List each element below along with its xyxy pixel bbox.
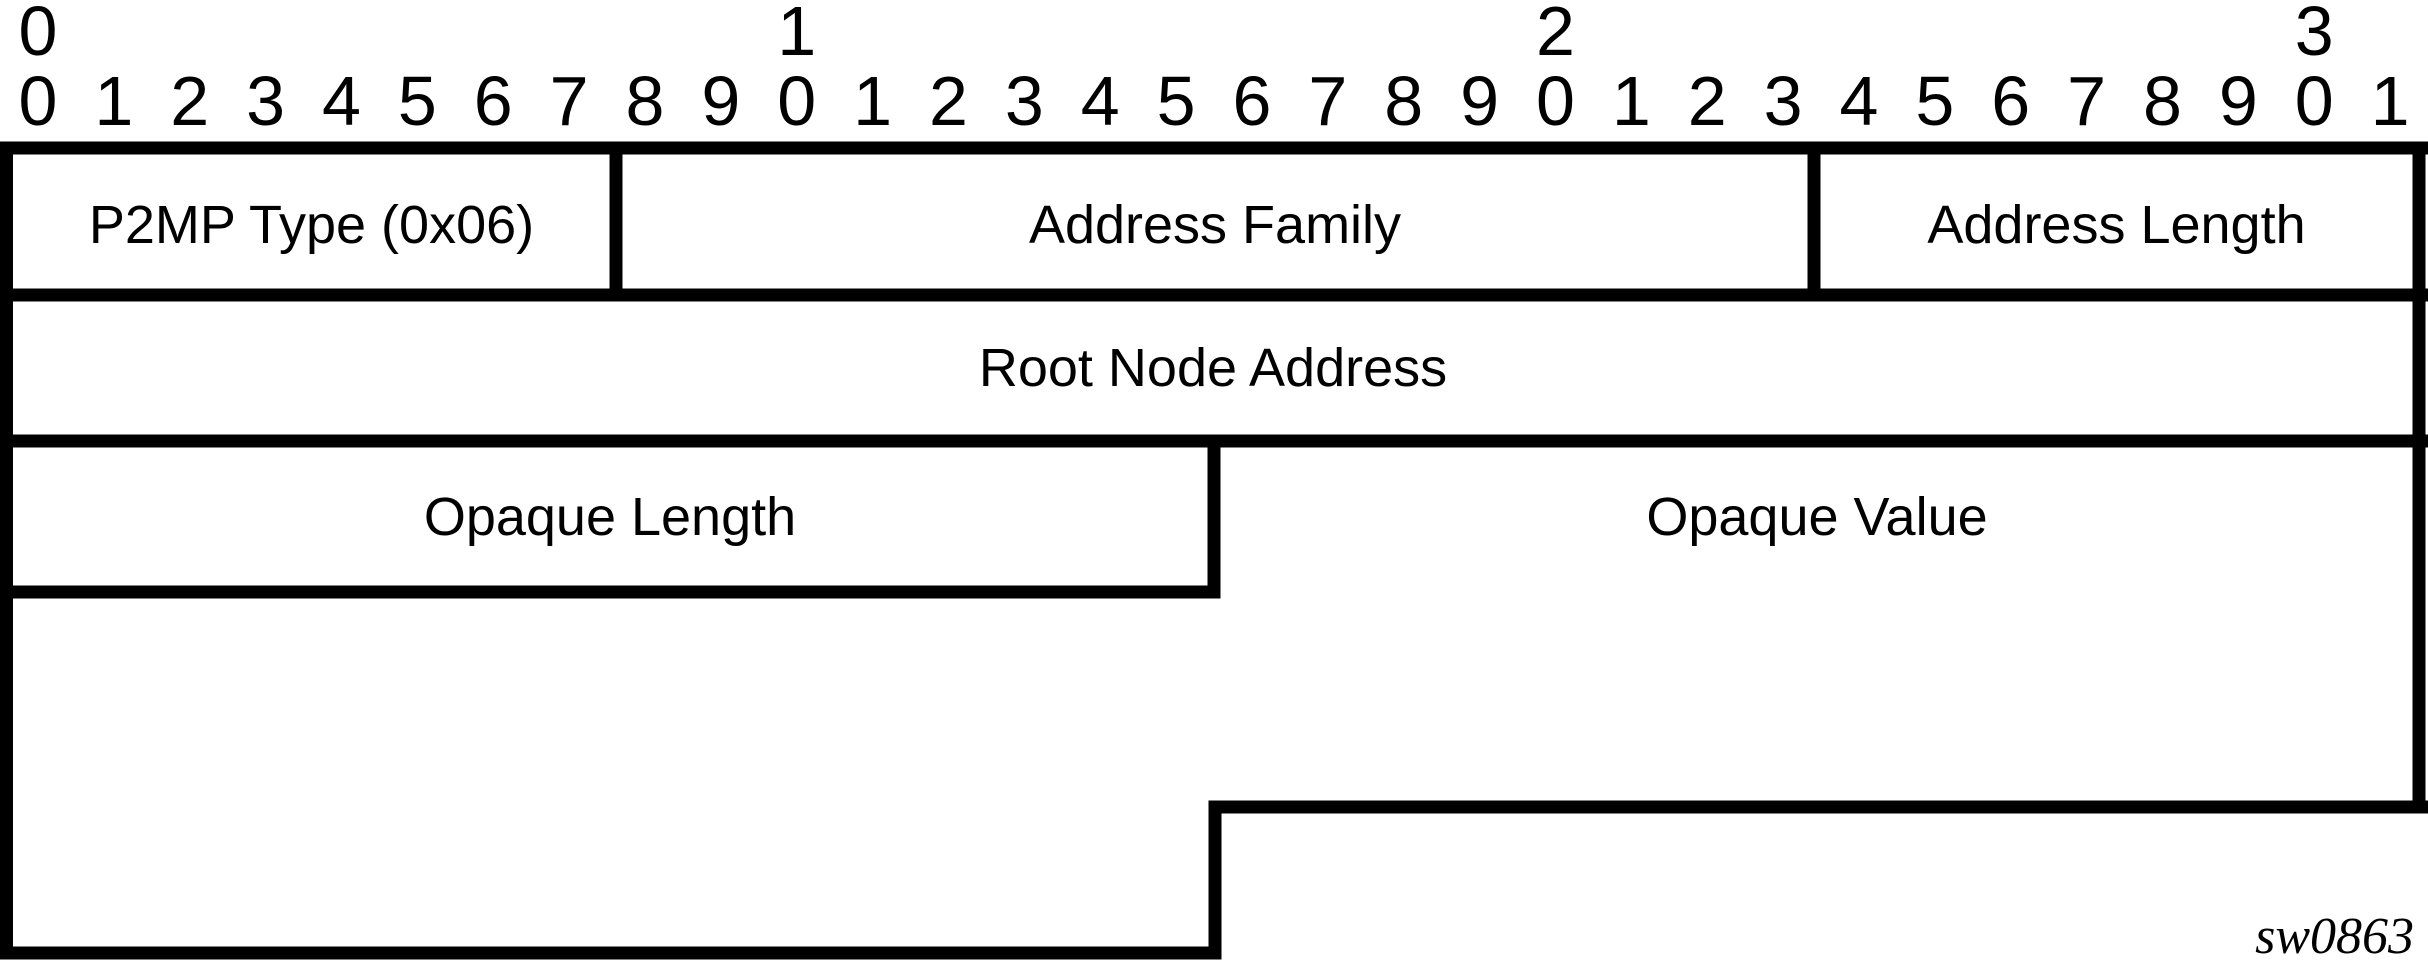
bit-ones-digit: 6 xyxy=(473,62,513,140)
bit-ones-digit: 0 xyxy=(1535,62,1575,140)
bit-tens-digit xyxy=(2352,0,2428,62)
bit-tens-digit xyxy=(683,0,759,62)
bit-ones-digit: 5 xyxy=(397,62,437,140)
bit-ones-digit: 8 xyxy=(1384,62,1424,140)
bit-ones-digit: 5 xyxy=(1915,62,1955,140)
bit-tens-digit xyxy=(76,0,152,62)
bit-tens-digit xyxy=(1442,0,1518,62)
bit-ones-digit: 1 xyxy=(853,62,893,140)
bit-tens-digit xyxy=(1290,0,1366,62)
bit-tens-digit xyxy=(2125,0,2201,62)
bit-ones-digit: 9 xyxy=(2218,62,2258,140)
bit-ones-digit: 1 xyxy=(2370,62,2410,140)
bit-tens-digit xyxy=(911,0,987,62)
bit-tens-digit xyxy=(1062,0,1138,62)
opaque-value-label: Opaque Value xyxy=(1646,486,1988,547)
bit-tens-digit: 0 xyxy=(18,0,58,70)
bit-tens-digit xyxy=(152,0,228,62)
figure-id-watermark: sw0863 xyxy=(2255,908,2414,965)
bit-ones-digit: 9 xyxy=(701,62,741,140)
bit-ones-digit: 8 xyxy=(625,62,665,140)
bit-tens-digit xyxy=(607,0,683,62)
bit-ones-digit: 5 xyxy=(1156,62,1196,140)
field-opaque-length: Opaque Length xyxy=(13,448,1207,585)
field-address-family: Address Family xyxy=(622,162,1808,288)
bit-ones-digit: 0 xyxy=(18,62,58,140)
bit-ones-digit: 2 xyxy=(928,62,968,140)
p2mp-type-label: P2MP Type (0x06) xyxy=(88,195,535,255)
bit-tens-digit xyxy=(455,0,531,62)
bit-tens-digit xyxy=(228,0,304,62)
bit-ones-digit: 4 xyxy=(321,62,361,140)
bit-tens-digit xyxy=(1821,0,1897,62)
bit-ones-digit: 3 xyxy=(246,62,286,140)
bit-tens-digit xyxy=(1214,0,1290,62)
bit-tens-digit: 1 xyxy=(777,0,817,70)
bit-tens-digit xyxy=(1973,0,2049,62)
bit-tens-digit: 2 xyxy=(1535,0,1575,70)
bit-tens-digit xyxy=(531,0,607,62)
bit-ones-digit: 4 xyxy=(1080,62,1120,140)
bit-tens-digit xyxy=(2049,0,2125,62)
bit-tens-digit xyxy=(1593,0,1669,62)
bit-ones-digit: 0 xyxy=(777,62,817,140)
bit-ones-digit: 9 xyxy=(1460,62,1500,140)
bit-tens-digit xyxy=(835,0,911,62)
opaque-length-label: Opaque Length xyxy=(423,486,797,547)
bit-tens-digit xyxy=(1897,0,1973,62)
bit-ones-digit: 8 xyxy=(2142,62,2182,140)
bit-ones-digit: 1 xyxy=(1611,62,1651,140)
bit-ones-digit: 7 xyxy=(549,62,589,140)
field-address-length: Address Length xyxy=(1820,162,2413,288)
field-p2mp-type: P2MP Type (0x06) xyxy=(13,162,610,288)
bit-ones-digit: 2 xyxy=(1687,62,1727,140)
bit-ones-digit: 6 xyxy=(1232,62,1272,140)
bit-ones-digit: 0 xyxy=(2294,62,2334,140)
root-node-address-label: Root Node Address xyxy=(978,338,1448,398)
field-root-node-address: Root Node Address xyxy=(13,302,2413,434)
bit-ones-digit: 7 xyxy=(2067,62,2107,140)
field-opaque-value: Opaque Value xyxy=(1221,448,2413,585)
bit-tens-digit xyxy=(1669,0,1745,62)
bit-ones-digit: 1 xyxy=(94,62,134,140)
bit-ones-digit: 3 xyxy=(1004,62,1044,140)
bit-ones-digit: 2 xyxy=(170,62,210,140)
bit-tens-digit xyxy=(304,0,380,62)
bit-ones-digit: 7 xyxy=(1308,62,1348,140)
bit-tens-digit xyxy=(1138,0,1214,62)
bit-ones-digit: 6 xyxy=(1991,62,2031,140)
bit-ones-digit: 4 xyxy=(1839,62,1879,140)
bit-tens-digit xyxy=(379,0,455,62)
bit-tens-digit xyxy=(2200,0,2276,62)
bit-tens-digit xyxy=(1745,0,1821,62)
bit-ones-digit: 3 xyxy=(1763,62,1803,140)
address-length-label: Address Length xyxy=(1927,195,2306,255)
bit-tens-digit xyxy=(986,0,1062,62)
bit-tens-digit: 3 xyxy=(2294,0,2334,70)
address-family-label: Address Family xyxy=(1028,195,1402,255)
bit-tens-digit xyxy=(1366,0,1442,62)
bit-ruler-tens-row: 0 1 2 3 xyxy=(0,0,2428,70)
